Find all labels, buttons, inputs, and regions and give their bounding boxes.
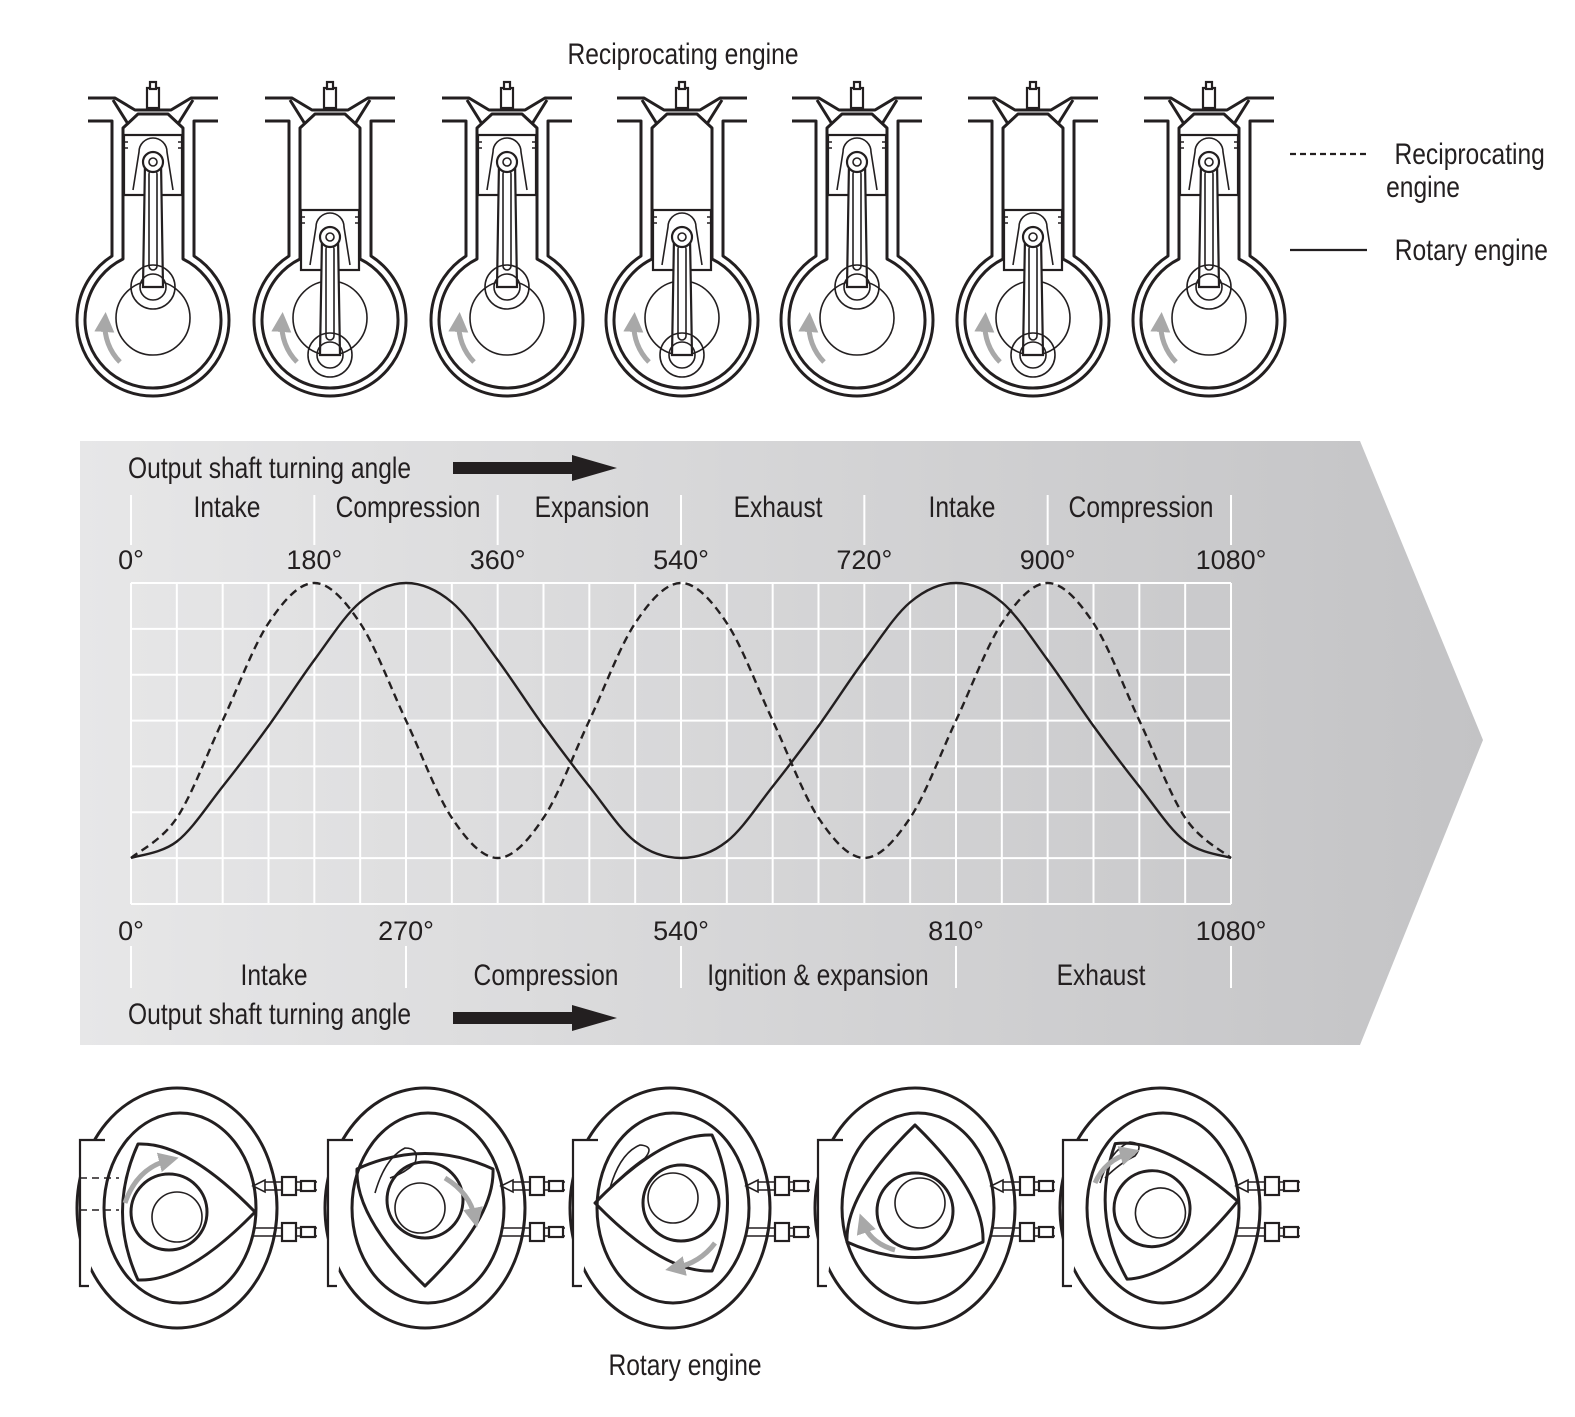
bottom-axis-arrow-icon [453, 1005, 617, 1031]
top-axis-label: Output shaft turning angle [128, 451, 411, 485]
top-tick-label: 900° [1020, 545, 1076, 575]
reciprocating-engine-6 [955, 80, 1111, 398]
bottom-phase-label: Intake [241, 958, 308, 992]
reciprocating-engine-1 [75, 80, 231, 398]
rotary-engine-title: Rotary engine [608, 1348, 761, 1382]
top-tick-label: 720° [836, 545, 892, 575]
top-tick-label: 0° [118, 545, 144, 575]
bottom-tick-label: 810° [928, 916, 984, 946]
top-tick-label: 360° [470, 545, 526, 575]
piston [824, 133, 890, 311]
rotation-arrow-icon [122, 1152, 179, 1204]
reciprocating-engine-sequence [75, 80, 1287, 398]
rotation-arrow-icon [665, 1241, 717, 1276]
bottom-phase-label: Exhaust [1057, 958, 1146, 992]
top-axis-arrow-icon [453, 455, 617, 481]
timeline-band-arrow [80, 441, 1483, 1045]
bottom-tick-label: 1080° [1196, 916, 1267, 946]
top-tick-label: 1080° [1196, 545, 1267, 575]
legend: Reciprocating engine Rotary engine [1290, 137, 1548, 267]
bottom-phase-label: Compression [474, 958, 619, 992]
reciprocating-engine-2 [252, 80, 408, 398]
legend-reciprocating-label-2: engine [1386, 170, 1460, 204]
bottom-phase-label: Ignition & expansion [707, 958, 928, 992]
piston [649, 208, 715, 379]
reciprocating-engine-title: Reciprocating engine [567, 37, 798, 71]
bottom-tick-label: 0° [118, 916, 144, 946]
rotation-arrow-icon [443, 1175, 483, 1228]
top-phase-label: Compression [336, 490, 481, 524]
bottom-tick-label: 540° [653, 916, 709, 946]
top-tick-label: 540° [653, 545, 709, 575]
rotary-engine-3 [568, 1086, 812, 1330]
top-phase-label: Intake [194, 490, 261, 524]
top-phase-label: Exhaust [734, 490, 823, 524]
top-phase-label: Compression [1069, 490, 1214, 524]
legend-reciprocating-label: Reciprocating [1395, 137, 1545, 171]
piston [297, 208, 363, 379]
reciprocating-engine-3 [429, 80, 585, 398]
top-phase-label: Intake [929, 490, 996, 524]
reciprocating-engine-5 [779, 80, 935, 398]
piston [1176, 133, 1242, 311]
bottom-axis-label: Output shaft turning angle [128, 997, 411, 1031]
reciprocating-engine-4 [604, 80, 760, 398]
rotary-engine-5 [1058, 1086, 1302, 1330]
displacement-chart [130, 495, 1232, 988]
rotary-engine-4 [813, 1086, 1057, 1330]
rotary-curve [130, 581, 1232, 860]
top-tick-label: 180° [286, 545, 342, 575]
rotation-arrow-icon [856, 1213, 896, 1253]
piston [1000, 208, 1066, 379]
top-phase-label: Expansion [535, 490, 650, 524]
reciprocating-engine-7 [1131, 80, 1287, 398]
bottom-tick-label: 270° [378, 916, 434, 946]
legend-rotary-label: Rotary engine [1395, 233, 1548, 267]
piston [474, 133, 540, 311]
rotary-engine-1 [75, 1086, 319, 1330]
reciprocating-curve [130, 581, 1232, 860]
rotation-arrow-icon [1092, 1146, 1140, 1185]
piston [120, 133, 186, 311]
rotary-engine-sequence [75, 1086, 1302, 1330]
rotary-engine-2 [323, 1086, 567, 1330]
